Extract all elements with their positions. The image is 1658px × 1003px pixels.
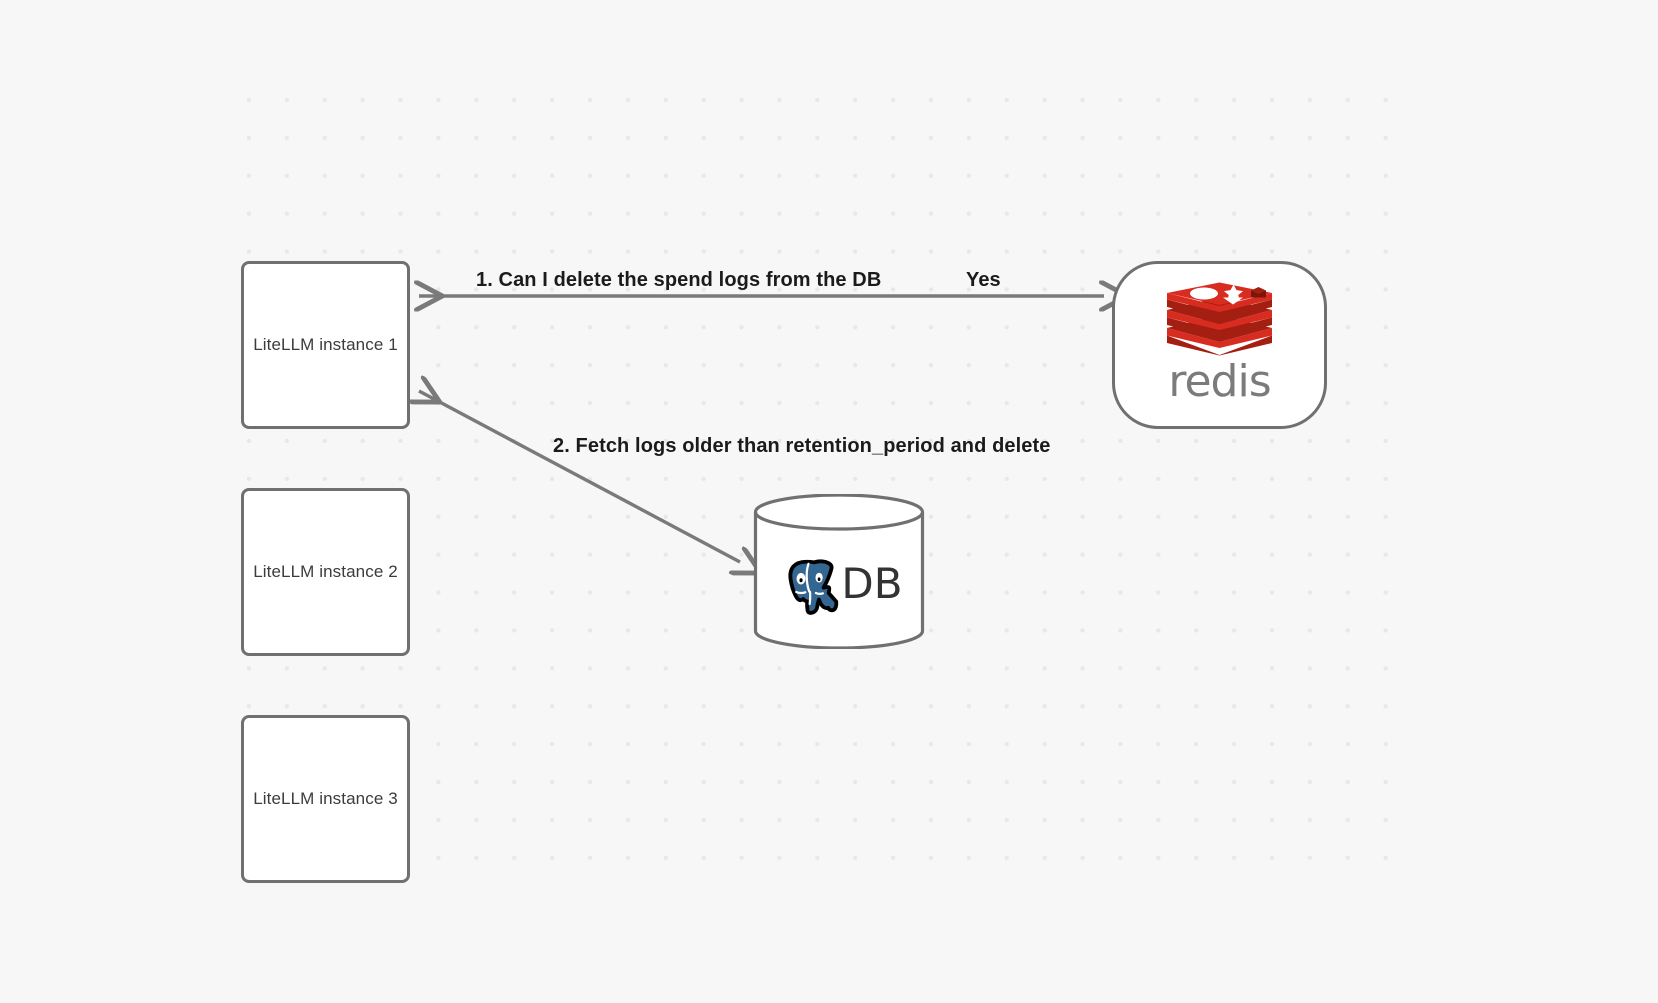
cylinder-shape — [753, 494, 925, 649]
edge-label-1: 1. Can I delete the spend logs from the … — [476, 269, 882, 291]
db-label: DB — [841, 558, 903, 608]
edge-label-2: 2. Fetch logs older than retention_perio… — [553, 435, 1051, 457]
node-litellm-instance-3[interactable]: LiteLLM instance 3 — [241, 715, 410, 883]
edge-label-1-answer: Yes — [966, 269, 1001, 291]
redis-logo-icon — [1167, 282, 1272, 356]
node-litellm-instance-2[interactable]: LiteLLM instance 2 — [241, 488, 410, 656]
node-redis[interactable]: redis — [1112, 261, 1327, 429]
node-litellm-instance-2-label: LiteLLM instance 2 — [253, 562, 398, 581]
node-litellm-instance-1-label: LiteLLM instance 1 — [253, 335, 398, 354]
node-litellm-instance-1[interactable]: LiteLLM instance 1 — [241, 261, 410, 429]
redis-wordmark-label: redis — [1168, 356, 1271, 407]
node-database[interactable]: DB — [753, 494, 925, 649]
postgresql-elephant-icon — [788, 558, 839, 615]
node-litellm-instance-3-label: LiteLLM instance 3 — [253, 789, 398, 808]
edge-llm1-db — [419, 391, 740, 562]
